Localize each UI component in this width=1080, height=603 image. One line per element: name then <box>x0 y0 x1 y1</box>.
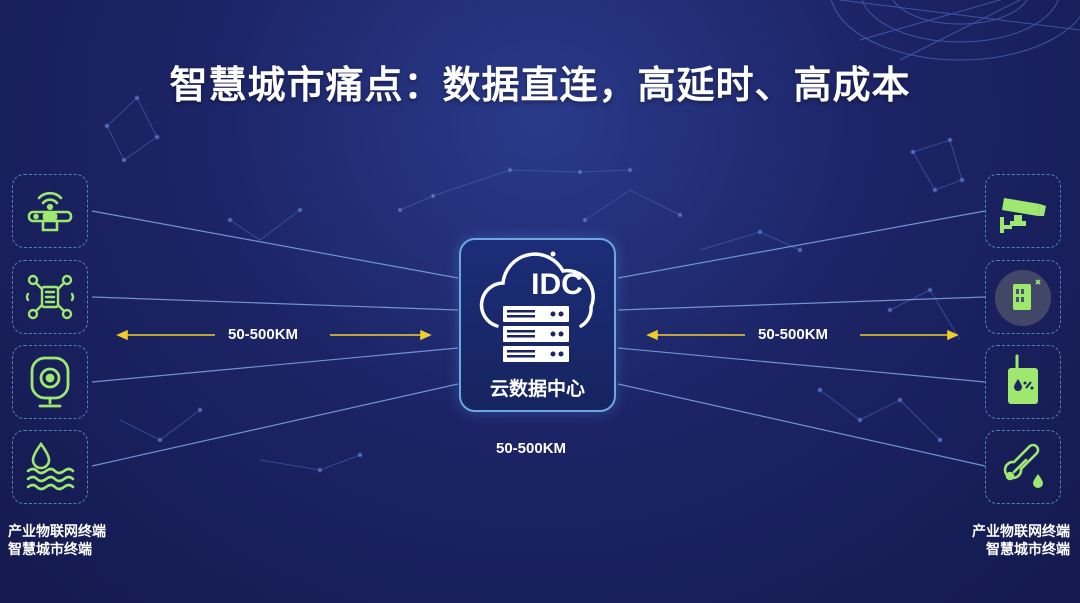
hub-label: 云数据中心 <box>489 379 585 400</box>
cctv-camera-icon <box>1000 198 1046 233</box>
left-group-line1: 产业物联网终端 <box>8 523 106 539</box>
cloud-data-center: IDC 云数据中心 <box>459 238 616 412</box>
connection-lines-right <box>617 210 986 467</box>
distance-arrow-left <box>116 329 432 341</box>
connection-lines-left <box>91 210 459 467</box>
idc-badge: IDC <box>531 268 583 301</box>
distance-label-center: 50-500KM <box>496 440 567 457</box>
globe-decoration <box>830 0 1080 61</box>
cloud-server-icon: IDC <box>479 251 595 362</box>
wifi-gateway-icon <box>27 191 73 232</box>
distance-label-right: 50-500KM <box>758 326 829 343</box>
right-group-label: 产业物联网终端 智慧城市终端 <box>972 522 1070 558</box>
sim-chip-icon <box>995 270 1051 326</box>
device-cctv-camera <box>985 174 1061 248</box>
device-drone <box>12 260 88 334</box>
drone-icon <box>25 274 75 320</box>
page-title: 智慧城市痛点：数据直连，高延时、高成本 <box>169 65 911 107</box>
device-camera <box>12 345 88 419</box>
distance-label-left: 50-500KM <box>228 326 299 343</box>
camera-icon <box>30 356 70 408</box>
device-thermometer <box>985 430 1061 504</box>
distance-arrow-right <box>646 329 959 341</box>
constellation-decoration <box>104 95 965 473</box>
device-fuel-sensor <box>985 345 1061 419</box>
water-level-icon <box>26 441 75 491</box>
right-group-line1: 产业物联网终端 <box>972 523 1070 539</box>
device-sim-chip <box>985 260 1061 334</box>
right-group-line2: 智慧城市终端 <box>986 541 1070 557</box>
thermometer-icon <box>1003 443 1043 488</box>
device-water-sensor <box>12 430 88 504</box>
left-group-label: 产业物联网终端 智慧城市终端 <box>8 522 106 558</box>
fuel-sensor-icon <box>1008 354 1038 404</box>
server-stack <box>503 306 569 362</box>
left-group-line2: 智慧城市终端 <box>8 541 92 557</box>
device-wifi-gateway <box>12 174 88 248</box>
